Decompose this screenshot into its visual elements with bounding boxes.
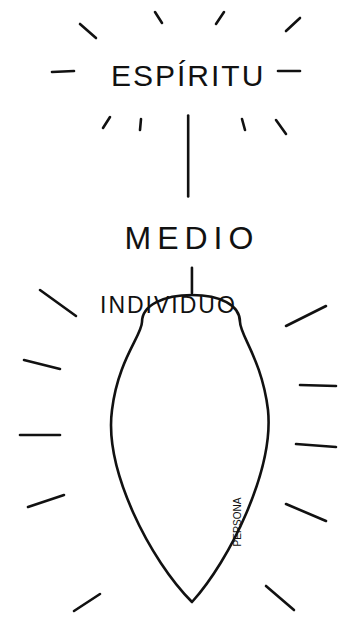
ray [140,119,141,130]
ray [286,18,300,31]
connector-line [191,268,194,293]
medium-label: MEDIO [111,197,274,268]
ray [155,12,162,23]
egg-path [111,295,268,602]
ray [80,24,96,38]
ray [278,70,300,73]
ray [286,504,326,521]
ray [20,434,60,437]
ray [242,119,245,130]
ray [28,495,64,507]
spirit-label: ESPÍRITU [97,47,279,116]
node-text: INDIVIDUO [100,293,237,318]
ray [24,360,60,369]
ray [266,586,294,610]
ray [40,290,76,316]
ray [276,120,286,134]
node-text: MEDIO [125,221,260,256]
individual-shape: PERSONA INDIVIDUO [100,293,280,605]
ray [286,306,326,326]
ray [52,71,74,72]
node-text: PERSONA [231,497,242,546]
ray [216,12,224,24]
egg-outline [100,293,280,605]
ray [296,444,336,447]
node-text: ESPÍRITU [111,59,265,92]
ray [103,117,110,128]
connector-line [187,116,190,197]
ray [74,594,100,611]
ray [300,385,336,386]
